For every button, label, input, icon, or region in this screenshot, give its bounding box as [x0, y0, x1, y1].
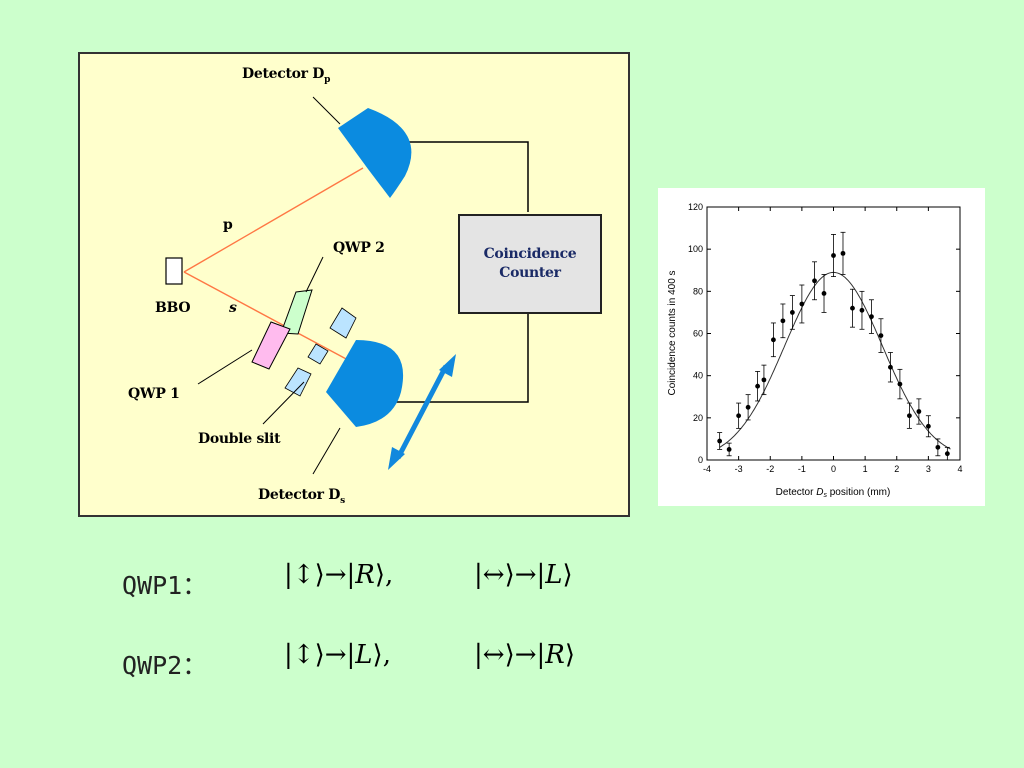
equation-qwp2: QWP2： |↕⟩→|L⟩, |↔⟩→|R⟩	[122, 640, 682, 684]
y-ticks: 0 20 40 60 80 100 120	[688, 202, 960, 465]
data-point	[944, 451, 950, 457]
qwp1-label: QWP 1	[128, 386, 180, 402]
beam-s	[183, 271, 364, 369]
data-point	[859, 307, 865, 313]
counter-label-line1: Coincidence	[483, 246, 577, 262]
beam-p-label: p	[223, 217, 233, 233]
data-point	[935, 444, 941, 450]
data-point	[907, 413, 912, 419]
double-slit-label: Double slit	[198, 431, 281, 447]
x-ticks: -4 -3 -2 -1 0 1 2 3 4	[703, 207, 963, 474]
equation-term-1: |↕⟩→|R⟩,	[284, 560, 394, 590]
x-tick-label: -3	[735, 464, 743, 474]
scan-arrow-head-up	[439, 354, 456, 377]
leader-qwp1	[197, 349, 253, 385]
leader-qwp2	[305, 256, 324, 293]
x-tick-label: 0	[831, 464, 836, 474]
data-point	[821, 291, 827, 296]
qwp2-label: QWP 2	[333, 240, 385, 256]
slit-panel-c	[284, 367, 312, 397]
setup-svg	[165, 96, 529, 475]
data-point	[812, 278, 817, 284]
setup-diagram: Detector Dp p QWP 2 BBO s QWP 1 Double s…	[78, 52, 630, 517]
x-tick-label: -2	[766, 464, 774, 474]
qwp1-plate	[251, 321, 291, 370]
y-tick-label: 40	[693, 371, 703, 381]
data-point	[799, 301, 805, 307]
slit-panel-a	[329, 307, 357, 339]
fit-curve	[719, 271, 951, 450]
data-point	[869, 314, 874, 320]
data-point	[771, 337, 776, 343]
x-tick-label: 1	[863, 464, 868, 474]
scan-arrow-head-down	[388, 447, 405, 470]
wire-ds	[393, 312, 529, 403]
y-tick-label: 80	[693, 286, 703, 296]
equation-label: QWP1：	[122, 571, 208, 600]
data-point	[897, 381, 903, 387]
equation-term-2: |↔⟩→|R⟩	[474, 640, 575, 670]
detector-dp-shape	[338, 108, 412, 198]
data-point	[878, 333, 884, 339]
data-point	[726, 447, 732, 452]
x-tick-label: 2	[894, 464, 899, 474]
equation-term-2: |↔⟩→|L⟩	[474, 560, 573, 590]
y-tick-label: 120	[688, 202, 703, 212]
equation-qwp1: QWP1： |↕⟩→|R⟩, |↔⟩→|L⟩	[122, 560, 682, 604]
data-point	[888, 364, 893, 370]
counter-label-line2: Counter	[499, 265, 561, 281]
y-tick-label: 0	[698, 455, 703, 465]
data-point	[916, 409, 922, 414]
data-point	[789, 310, 795, 315]
y-axis-label: Coincidence counts in 400 s	[667, 270, 678, 395]
data-point	[717, 438, 723, 444]
x-tick-label: -1	[798, 464, 806, 474]
data-points	[717, 231, 950, 461]
x-tick-label: 4	[957, 464, 962, 474]
beam-s-label: s	[229, 300, 237, 316]
data-point	[780, 318, 786, 324]
bbo-crystal	[165, 257, 183, 285]
data-point	[755, 383, 760, 389]
x-axis-label: Detector Ds position (mm)	[776, 487, 891, 499]
scan-arrow-shaft	[395, 364, 449, 460]
data-point	[761, 377, 767, 383]
wire-dp	[403, 141, 529, 212]
detector-dp-label: Detector Dp	[242, 66, 331, 85]
data-point	[745, 404, 751, 410]
x-tick-label: 3	[926, 464, 931, 474]
coincidence-counter-box: Coincidence Counter	[458, 214, 602, 314]
detector-ds-shape	[326, 340, 404, 427]
leader-dp	[312, 96, 341, 125]
equation-label: QWP2：	[122, 651, 208, 680]
data-point	[736, 413, 742, 419]
detector-ds-label: Detector Ds	[258, 487, 345, 506]
beam-p	[183, 167, 364, 273]
bbo-label: BBO	[155, 300, 191, 316]
y-tick-label: 60	[693, 329, 703, 339]
y-tick-label: 20	[693, 413, 703, 423]
data-point	[831, 253, 836, 258]
equation-term-1: |↕⟩→|L⟩,	[284, 640, 391, 670]
leader-ds	[312, 427, 341, 475]
leader-slit	[262, 381, 305, 425]
data-point	[850, 305, 855, 311]
chart-svg: 0 20 40 60 80 100 120 -4 -3 -2 -1 0 1 2 3 4 Detector D…	[667, 202, 963, 499]
slit-panel-b	[307, 343, 329, 365]
data-point	[925, 423, 931, 429]
x-tick-label: -4	[703, 464, 711, 474]
coincidence-chart: 0 20 40 60 80 100 120 -4 -3 -2 -1 0 1 2 3 4 Detector D…	[658, 188, 985, 506]
data-point	[840, 250, 846, 256]
y-tick-label: 100	[688, 244, 703, 254]
